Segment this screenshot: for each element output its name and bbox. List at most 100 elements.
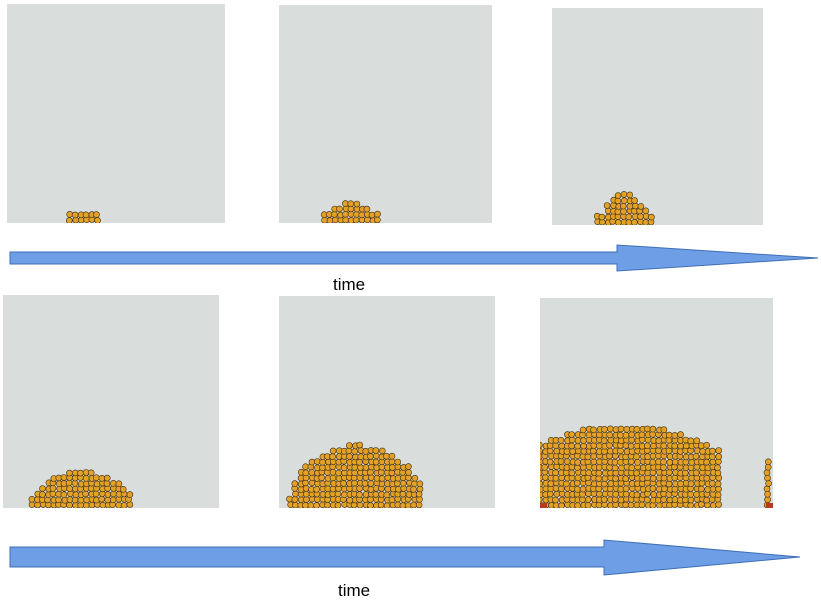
- cell-circle: [671, 432, 679, 439]
- cell-circle: [99, 501, 107, 508]
- cell-circle: [540, 496, 543, 503]
- cell-circle: [579, 496, 586, 503]
- cell-circle: [634, 459, 641, 466]
- cell-circle: [644, 453, 651, 460]
- cell-circle: [28, 501, 36, 508]
- cell-circle: [687, 496, 695, 504]
- stage-panel-6: [540, 298, 773, 508]
- cell-circle: [621, 197, 628, 204]
- cell-circle: [614, 192, 622, 199]
- cell-circle: [367, 453, 374, 460]
- cell-circle: [660, 426, 668, 433]
- cell-circle: [600, 437, 608, 444]
- cell-circle: [87, 469, 95, 477]
- cell-circle: [764, 490, 771, 498]
- cell-circle: [383, 491, 391, 499]
- cell-circle: [346, 453, 353, 460]
- cell-circle: [374, 216, 381, 223]
- cell-circle: [49, 490, 57, 498]
- cell-circle: [714, 491, 722, 498]
- right-arrow-icon-bottom: [9, 539, 801, 576]
- cell-circle: [607, 447, 614, 455]
- cell-circle: [110, 480, 117, 487]
- cell-circle: [574, 437, 582, 444]
- cell-circle: [351, 469, 358, 477]
- cell-circle: [389, 464, 396, 471]
- cell-circle: [714, 480, 722, 488]
- cell-circle: [394, 458, 401, 466]
- cell-circle: [563, 458, 571, 465]
- cell-circle: [356, 485, 363, 492]
- cell-circle: [71, 211, 79, 219]
- cell-circle: [119, 486, 127, 493]
- cell-circle: [763, 485, 771, 493]
- cell-circle: [606, 431, 613, 439]
- cell-circle: [103, 480, 111, 487]
- cell-circle: [574, 474, 582, 481]
- cell-circle: [764, 463, 772, 471]
- cell-circle: [660, 464, 667, 471]
- cell-circle: [677, 480, 684, 488]
- cell-circle: [60, 491, 68, 498]
- cell-circle: [552, 496, 559, 504]
- cell-circle: [601, 475, 609, 482]
- cell-circle: [330, 211, 338, 218]
- cell-circle: [552, 474, 560, 482]
- cell-circle: [405, 463, 412, 470]
- cell-circle: [313, 486, 320, 493]
- cell-circle: [341, 491, 348, 498]
- cell-circle: [671, 474, 679, 482]
- cell-circle: [595, 469, 603, 477]
- cell-circle: [60, 474, 68, 481]
- cell-circle: [88, 501, 96, 508]
- cell-circle: [552, 442, 560, 449]
- cell-circle: [563, 448, 571, 455]
- cell-circle: [622, 490, 630, 498]
- cell-circle: [66, 485, 73, 492]
- edge-marker: [766, 503, 773, 508]
- cell-circle: [617, 431, 624, 439]
- cell-circle: [329, 485, 337, 493]
- cell-circle: [628, 431, 636, 438]
- cell-circle: [379, 447, 386, 455]
- cell-circle: [601, 490, 609, 498]
- cell-circle: [104, 491, 112, 498]
- cell-circle: [346, 496, 353, 504]
- cell-circle: [687, 437, 695, 445]
- cell-circle: [388, 469, 396, 477]
- cell-circle: [340, 480, 347, 487]
- cell-circle: [314, 496, 321, 503]
- cell-circle: [104, 496, 111, 504]
- cell-circle: [601, 426, 608, 433]
- cell-circle: [93, 211, 100, 218]
- cell-circle: [378, 475, 386, 482]
- cell-circle: [77, 469, 84, 477]
- cell-circle: [342, 210, 349, 218]
- cell-circle: [416, 480, 424, 488]
- cell-circle: [595, 464, 603, 471]
- cell-circle: [540, 480, 544, 487]
- cell-circle: [302, 490, 310, 498]
- cell-circle: [590, 426, 597, 434]
- cell-circle: [357, 464, 364, 471]
- cell-circle: [607, 425, 614, 433]
- cell-circle: [324, 501, 331, 508]
- cell-circle: [604, 207, 612, 215]
- cell-circle: [553, 447, 561, 455]
- cell-circle: [595, 431, 603, 438]
- cell-circle: [352, 216, 360, 223]
- cell-circle: [764, 474, 771, 482]
- cell-circle: [693, 437, 701, 444]
- cell-circle: [693, 469, 700, 477]
- cell-circle: [642, 207, 650, 215]
- cell-circle: [584, 502, 592, 508]
- cell-circle: [617, 496, 625, 504]
- cell-circle: [547, 480, 555, 487]
- cell-circle: [703, 458, 710, 466]
- cell-circle: [357, 453, 365, 460]
- cell-circle: [110, 490, 117, 498]
- cell-circle: [595, 442, 603, 450]
- cell-circle: [372, 458, 380, 466]
- cell-circle: [302, 502, 309, 508]
- cell-circle: [377, 501, 385, 508]
